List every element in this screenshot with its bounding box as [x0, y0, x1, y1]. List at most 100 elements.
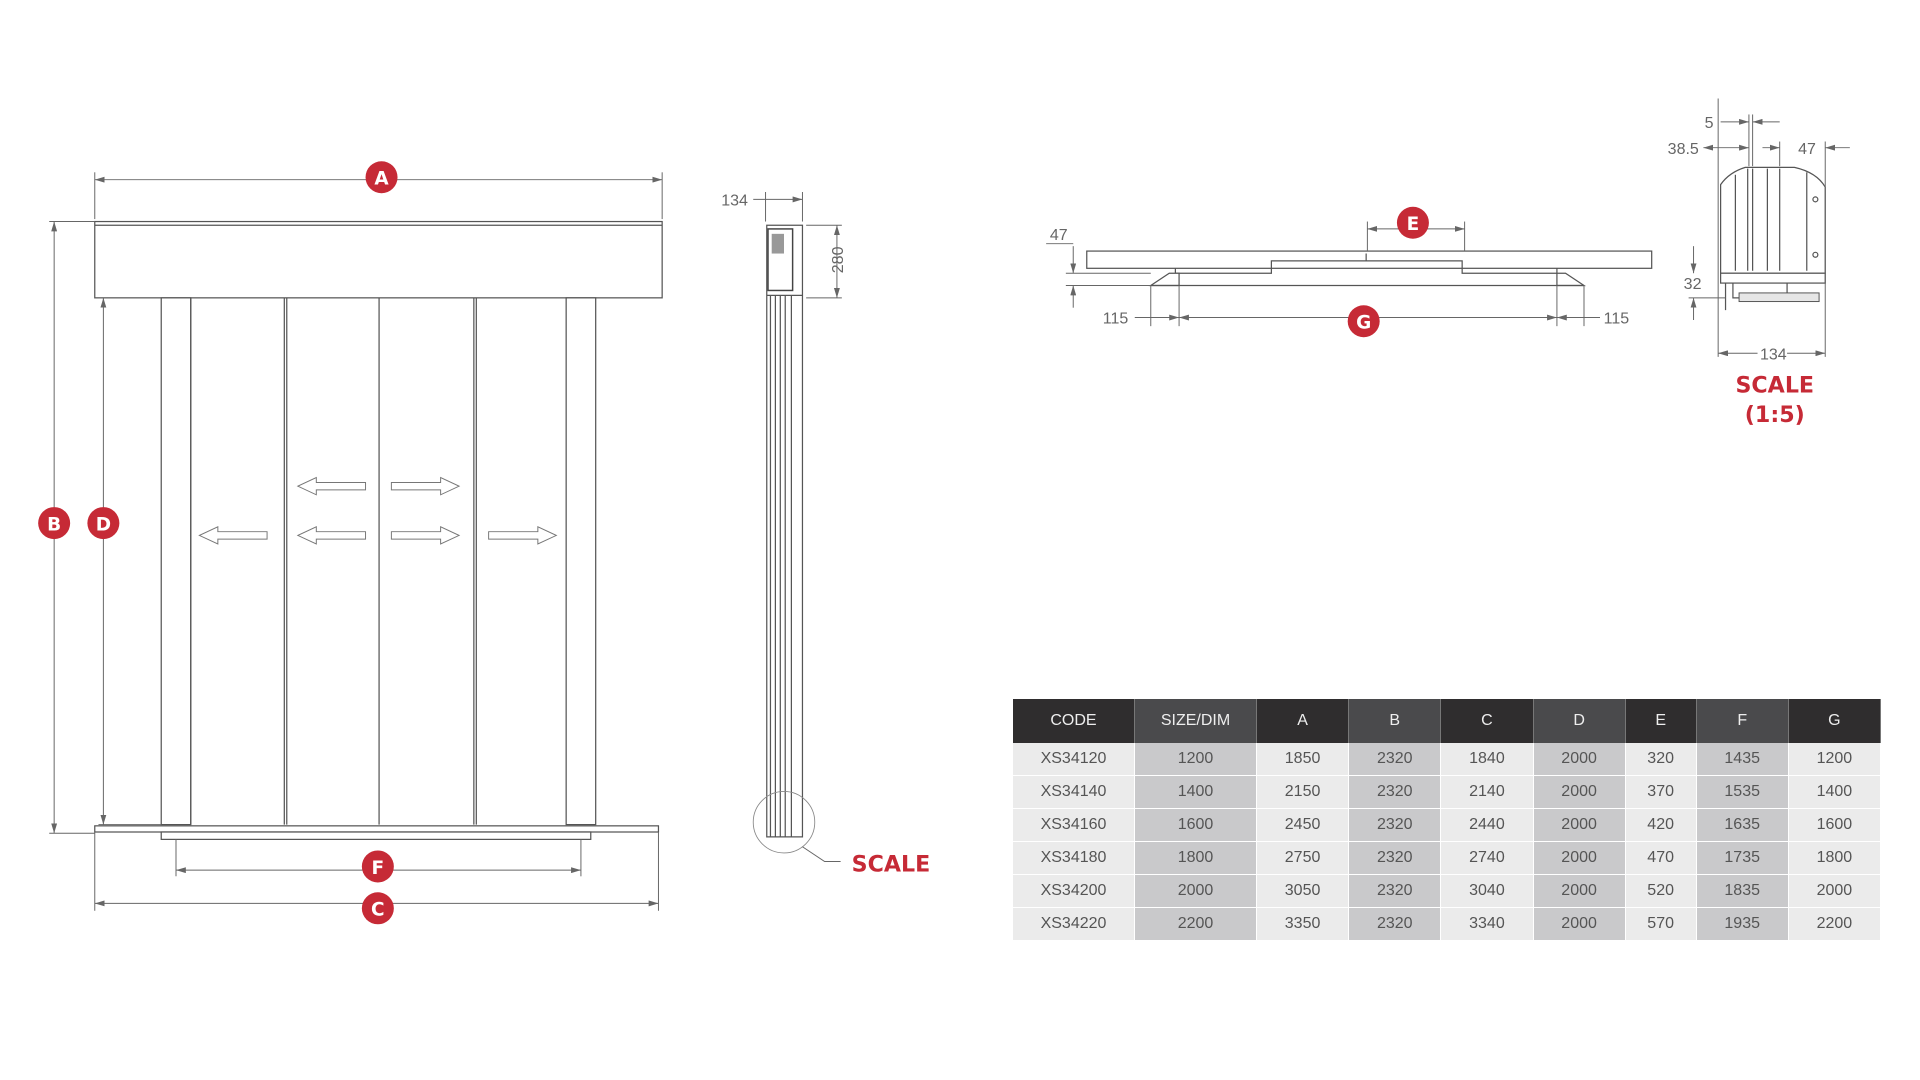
detail-circle — [752, 790, 816, 854]
table-cell: 2000 — [1533, 907, 1626, 941]
table-cell: 2000 — [1533, 808, 1626, 842]
table-cell: 2750 — [1256, 841, 1350, 875]
code-cell: XS34160 — [1013, 808, 1135, 842]
table-cell: 1600 — [1788, 808, 1882, 842]
column-header-code: CODE — [1013, 699, 1135, 743]
arrow-left-icon — [297, 477, 367, 496]
table-cell: 370 — [1625, 775, 1697, 809]
code-cell: XS34220 — [1013, 907, 1135, 941]
arrow-right-icon — [390, 526, 460, 545]
table-cell: 2000 — [1788, 874, 1882, 908]
table-cell: 2320 — [1348, 743, 1442, 776]
svg-text:D: D — [96, 514, 111, 535]
code-cell: XS34140 — [1013, 775, 1135, 809]
table-cell: 1200 — [1134, 743, 1257, 776]
table-cell: 320 — [1625, 743, 1697, 776]
table-cell: 2740 — [1440, 841, 1534, 875]
column-header-b: B — [1348, 699, 1442, 743]
svg-text:A: A — [374, 169, 389, 190]
dim-47-label: 47 — [1050, 227, 1068, 244]
svg-text:F: F — [372, 858, 385, 879]
table-cell: 1635 — [1696, 808, 1789, 842]
table-cell: 570 — [1625, 907, 1697, 941]
table-cell: 1800 — [1788, 841, 1882, 875]
table-cell: 2320 — [1348, 874, 1442, 908]
svg-text:C: C — [371, 900, 385, 921]
right-post — [565, 297, 597, 826]
table-cell: 420 — [1625, 808, 1697, 842]
table-cell: 520 — [1625, 874, 1697, 908]
table-cell: 2200 — [1788, 907, 1882, 941]
side-view: 134 280 SCALE — [721, 192, 930, 877]
table-cell: 470 — [1625, 841, 1697, 875]
table-cell: 3340 — [1440, 907, 1534, 941]
header-box — [94, 220, 663, 299]
dim-38-5-label: 38.5 — [1668, 141, 1699, 158]
dim-280-label: 280 — [830, 246, 847, 273]
dim-115-right-label: 115 — [1604, 311, 1630, 328]
badge-f: F — [361, 850, 394, 883]
svg-text:G: G — [1356, 313, 1371, 334]
dim-115-left-label: 115 — [1103, 311, 1129, 328]
column-header-g: G — [1788, 699, 1882, 743]
column-header-e: E — [1625, 699, 1697, 743]
table-cell: 2440 — [1440, 808, 1534, 842]
table-cell: 1535 — [1696, 775, 1789, 809]
scale-label: SCALE — [852, 851, 931, 877]
table-cell: 1850 — [1256, 743, 1350, 776]
table-cell: 2320 — [1348, 808, 1442, 842]
badge-e: E — [1396, 206, 1429, 239]
bottom-track — [94, 825, 660, 833]
column-header-c: C — [1440, 699, 1534, 743]
svg-text:E: E — [1407, 214, 1420, 235]
table-cell: 2000 — [1533, 874, 1626, 908]
arrow-left-icon — [198, 526, 268, 545]
arrow-left-icon — [297, 526, 367, 545]
table-cell: 2200 — [1134, 907, 1257, 941]
table-cell: 2000 — [1533, 841, 1626, 875]
table-cell: 2000 — [1134, 874, 1257, 908]
table-cell: 1935 — [1696, 907, 1789, 941]
column-header-f: F — [1696, 699, 1789, 743]
badge-b: B — [38, 507, 71, 540]
code-cell: XS34120 — [1013, 743, 1135, 776]
table-header-row: CODE SIZE/DIM A B C D E F G — [1013, 699, 1882, 743]
table-cell: 1400 — [1134, 775, 1257, 809]
arrow-right-icon — [390, 477, 460, 496]
dim-134-detail-label: 134 — [1760, 346, 1787, 363]
dim-134-label: 134 — [721, 193, 748, 210]
column-header-d: D — [1533, 699, 1626, 743]
front-view: A B D F C — [38, 161, 663, 925]
svg-text:B: B — [47, 514, 61, 535]
arrow-right-icon — [488, 526, 557, 545]
badge-c: C — [361, 892, 394, 925]
dim-5-label: 5 — [1705, 115, 1714, 132]
table-cell: 2000 — [1533, 775, 1626, 809]
detail-scale-ratio: (1:5) — [1745, 402, 1805, 428]
badge-a: A — [365, 161, 398, 194]
table-cell: 1840 — [1440, 743, 1534, 776]
badge-g: G — [1347, 305, 1380, 338]
table-cell: 2320 — [1348, 907, 1442, 941]
table-cell: 2140 — [1440, 775, 1534, 809]
dim-47-detail-label: 47 — [1798, 141, 1816, 158]
table-cell: 1735 — [1696, 841, 1789, 875]
table-cell: 1400 — [1788, 775, 1882, 809]
table-cell: 3350 — [1256, 907, 1350, 941]
table-cell: 1435 — [1696, 743, 1789, 776]
code-cell: XS34180 — [1013, 841, 1135, 875]
table-cell: 3040 — [1440, 874, 1534, 908]
table-cell: 1600 — [1134, 808, 1257, 842]
table-cell: 1800 — [1134, 841, 1257, 875]
dim-32-label: 32 — [1684, 276, 1702, 293]
table-cell: 2320 — [1348, 775, 1442, 809]
table-cell: 1835 — [1696, 874, 1789, 908]
